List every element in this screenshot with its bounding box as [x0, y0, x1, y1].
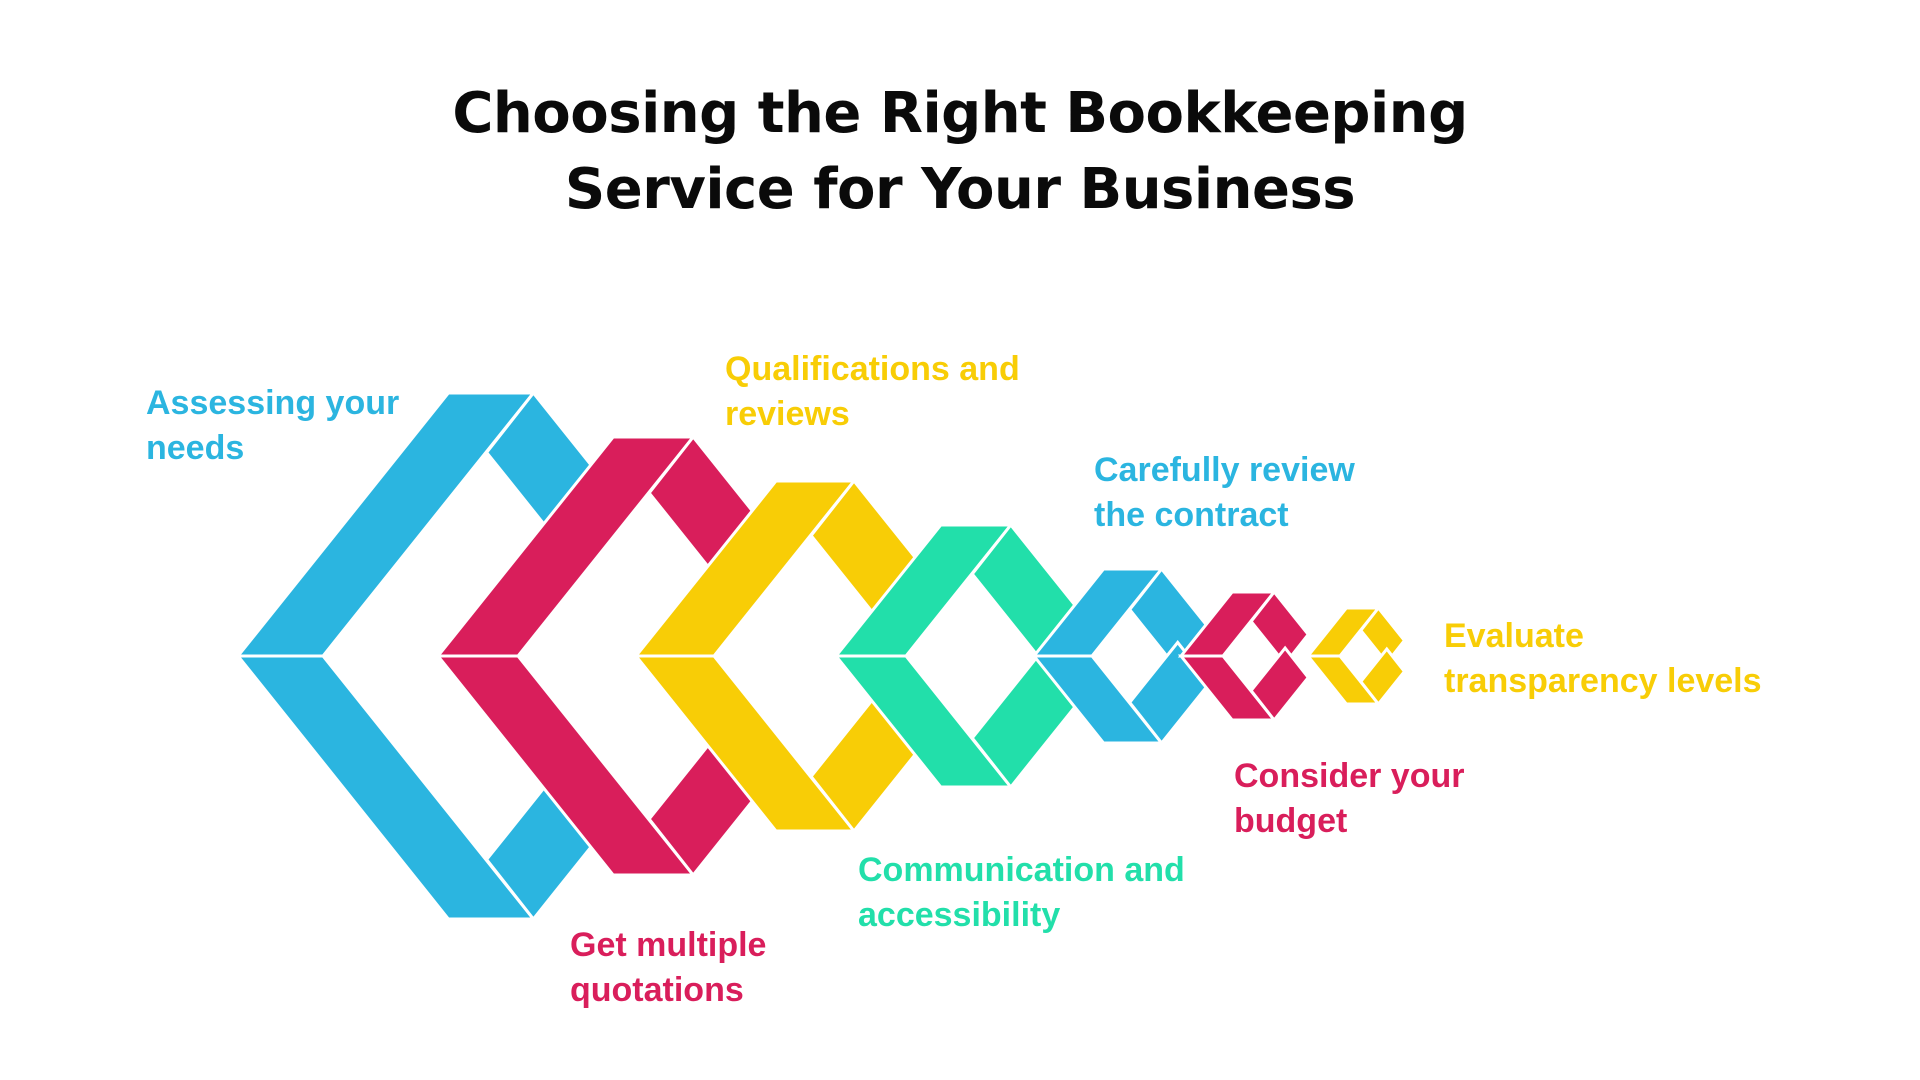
step-label-review-contract: Carefully review the contract — [1094, 451, 1355, 534]
chevron-7-lower-wing — [1358, 646, 1407, 707]
step-label-consider-budget: Consider your budget — [1234, 757, 1465, 840]
chevron-6-lower-wing — [1249, 645, 1311, 723]
step-label-assessing-needs: Assessing your needs — [146, 384, 400, 467]
step-label-multiple-quotations: Get multiple quotations — [570, 926, 767, 1009]
title-line-1: Choosing the Right Bookkeeping — [452, 81, 1468, 146]
title-line-2: Service for Your Business — [564, 157, 1356, 222]
step-label-communication-accessibility: Communication and accessibility — [858, 851, 1185, 934]
page-title: Choosing the Right Bookkeeping Service f… — [0, 76, 1920, 228]
step-label-transparency-levels: Evaluate transparency levels — [1444, 617, 1762, 700]
step-label-qualifications-reviews: Qualifications and reviews — [725, 350, 1020, 433]
